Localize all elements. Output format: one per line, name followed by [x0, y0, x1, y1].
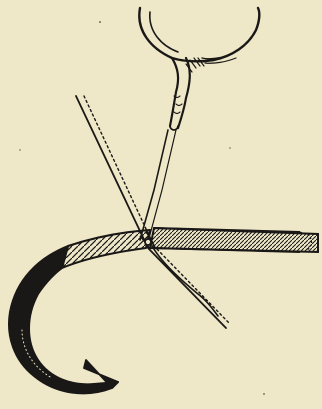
- fish-hook: [9, 230, 150, 393]
- line-strands: [76, 96, 230, 328]
- tweezer-tool: [139, 8, 259, 130]
- specks: [19, 21, 264, 394]
- hook-shank-wrapping: [150, 228, 318, 252]
